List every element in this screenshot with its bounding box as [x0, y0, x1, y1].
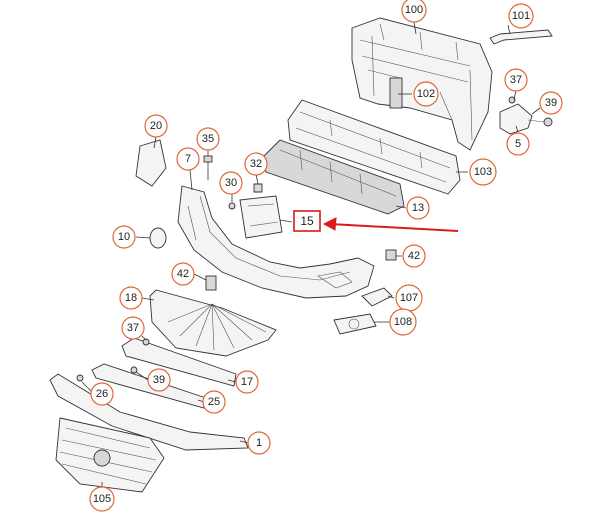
callout-13: 13 — [406, 196, 430, 220]
callout-10: 10 — [112, 225, 136, 249]
callout-label: 39 — [153, 374, 165, 386]
callout-label: 20 — [150, 120, 162, 132]
part-bolt-35 — [203, 155, 213, 180]
callout-label: 107 — [400, 292, 418, 304]
callout-label: 7 — [185, 153, 191, 165]
callout-label: 5 — [515, 138, 521, 150]
callout-26: 26 — [90, 382, 114, 406]
callout-37-bottom: 37 — [121, 316, 145, 340]
callout-label: 103 — [474, 166, 492, 178]
callout-20: 20 — [144, 114, 168, 138]
part-bracket-101 — [489, 29, 553, 45]
part-absorber — [261, 139, 405, 215]
part-radiator-grille — [55, 417, 165, 493]
callout-label: 30 — [225, 177, 237, 189]
callout-101: 101 — [508, 3, 534, 29]
callout-107: 107 — [395, 284, 423, 312]
callout-label: 32 — [250, 158, 262, 170]
callout-7: 7 — [176, 147, 200, 171]
part-screws — [76, 338, 150, 382]
callout-18: 18 — [119, 286, 143, 310]
highlighted-part-15: 15 — [293, 210, 321, 232]
callout-label: 42 — [177, 268, 189, 280]
part-clip-32 — [253, 183, 263, 193]
callout-25: 25 — [202, 390, 226, 414]
callout-5: 5 — [506, 132, 530, 156]
callout-32: 32 — [244, 152, 268, 176]
callout-label: 37 — [510, 74, 522, 86]
callout-label: 18 — [125, 292, 137, 304]
callout-label: 25 — [208, 396, 220, 408]
callout-label: 17 — [241, 376, 253, 388]
callout-37-top: 37 — [504, 68, 528, 92]
part-clip-42 — [205, 249, 397, 291]
callout-label: 105 — [93, 493, 111, 505]
part-cap-10 — [149, 227, 167, 249]
callout-35: 35 — [196, 127, 220, 151]
callout-102: 102 — [413, 81, 439, 107]
callout-42-right: 42 — [402, 244, 426, 268]
callout-17: 17 — [235, 370, 259, 394]
callout-39-top: 39 — [539, 91, 563, 115]
callout-100: 100 — [401, 0, 427, 23]
callout-label: 13 — [412, 202, 424, 214]
callout-label: 42 — [408, 250, 420, 262]
callout-label: 1 — [256, 437, 262, 449]
callout-label: 35 — [202, 133, 214, 145]
leader-lines — [81, 21, 541, 488]
part-bracket-20 — [135, 139, 167, 187]
part-clip-30 — [228, 202, 236, 210]
callout-label: 26 — [96, 388, 108, 400]
callout-1: 1 — [247, 431, 271, 455]
callout-108: 108 — [389, 308, 417, 336]
part-bumper-cover — [177, 185, 375, 299]
highlight-label: 15 — [300, 214, 314, 228]
callout-103: 103 — [469, 158, 497, 186]
callout-label: 101 — [512, 10, 530, 22]
callout-105: 105 — [89, 486, 115, 512]
callout-label: 108 — [394, 316, 412, 328]
part-spoiler-lip — [49, 373, 249, 451]
callout-label: 100 — [405, 4, 423, 16]
highlight-arrow — [322, 217, 459, 232]
callout-label: 10 — [118, 231, 130, 243]
part-fog-trim — [333, 287, 393, 335]
part-side-bracket — [499, 96, 553, 135]
callout-30: 30 — [219, 171, 243, 195]
callout-42-left: 42 — [171, 262, 195, 286]
callout-39-bottom: 39 — [147, 368, 171, 392]
part-impact-bar — [287, 99, 461, 195]
part-lower-grille — [149, 289, 277, 357]
part-plate-bracket — [239, 195, 283, 239]
callout-label: 102 — [417, 88, 435, 100]
callout-label: 39 — [545, 97, 557, 109]
callout-label: 37 — [127, 322, 139, 334]
